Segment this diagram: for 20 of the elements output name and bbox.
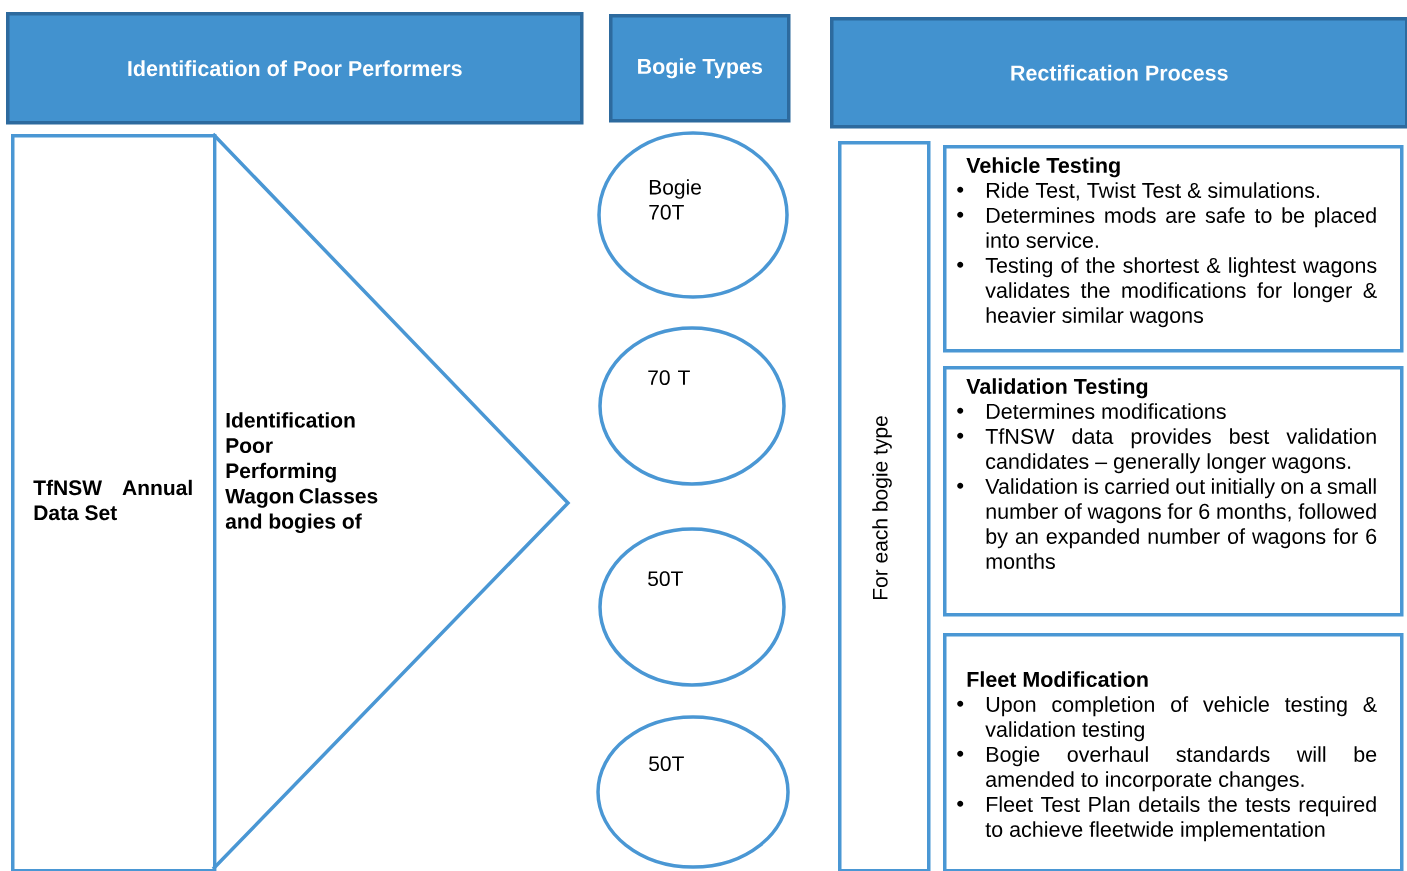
bullet-text: Testing of the shortest & lightest wagons validates the modifications for longer & heavier similar wagons: [985, 257, 1377, 328]
bullet-text: TfNSW data provides best validation candidates – generally longer wagons.: [985, 428, 1376, 474]
vertical-box: For each bogie type: [838, 141, 931, 871]
box-heading: Vehicle Testing: [966, 157, 1120, 178]
text-box: [943, 366, 1404, 617]
bullet-text: Upon completion of vehicle testing & validation testing: [985, 696, 1377, 742]
text-box: [943, 633, 1404, 871]
bullet-text: Bogie overhaul standards will be amended to incorporate changes.: [986, 746, 1377, 792]
box-heading: Fleet Modification: [967, 671, 1148, 687]
header-box: Rectification Process: [830, 17, 1407, 129]
bullet-text: Validation is carried out initially on a small number of wagons for 6 months, followed by an expanded number of wagons for 6 months: [985, 478, 1377, 569]
header-box: Identification of Poor Performers: [6, 12, 584, 125]
box-heading: Validation Testing: [966, 378, 1148, 399]
bullet-text: Determines mods are safe to be placed into service.: [986, 207, 1376, 248]
header-box: Bogie Types: [609, 14, 791, 123]
bullet-text: Ride Test, Twist Test & simulations.: [986, 182, 1319, 201]
data-box: TfNSW Annual Data Set: [11, 134, 217, 871]
text-box: [943, 145, 1404, 353]
bullet-text: Fleet Test Plan details the tests required to achieve fleetwide implementation: [985, 796, 1376, 842]
bullet-text: Determines modifications: [986, 403, 1226, 419]
